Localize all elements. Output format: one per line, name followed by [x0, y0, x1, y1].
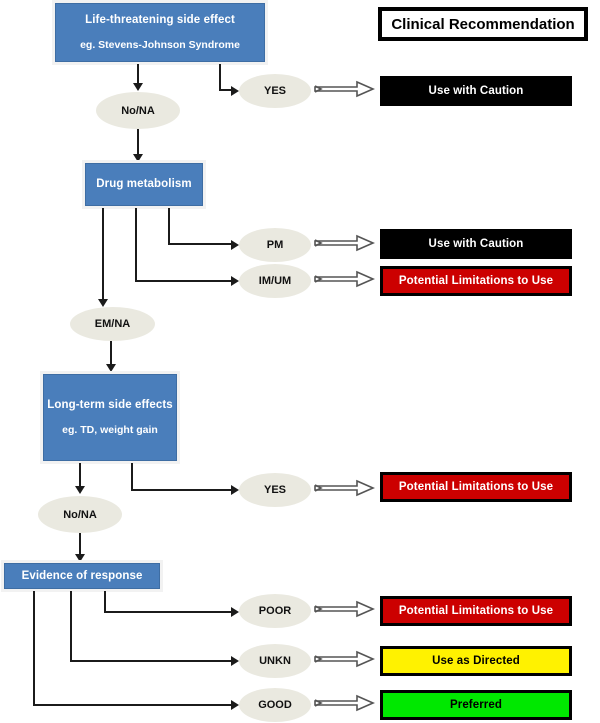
recommendation-label: Potential Limitations to Use — [398, 275, 554, 287]
connector-line — [137, 129, 139, 155]
recommendation-potential-limitations-2[interactable]: Potential Limitations to Use — [380, 472, 572, 502]
decision-box-evidence-of-response[interactable]: Evidence of response — [1, 560, 163, 592]
block-arrow-poor — [314, 600, 375, 618]
outcome-node-label: GOOD — [258, 699, 292, 711]
connector-line — [70, 660, 233, 662]
outcome-node-label: No/NA — [63, 508, 97, 521]
connector-arrowhead — [231, 656, 239, 666]
recommendation-label: Use with Caution — [428, 85, 524, 97]
outcome-node-label: YES — [263, 85, 286, 97]
recommendation-label: Preferred — [449, 699, 503, 711]
decision-box-title: Long-term side effects — [47, 399, 173, 412]
outcome-node-yes-1[interactable]: YES — [239, 74, 311, 108]
outcome-node-pm[interactable]: PM — [239, 228, 311, 262]
decision-box-life-threatening[interactable]: Life-threatening side effect eg. Stevens… — [52, 0, 268, 65]
connector-line — [70, 591, 72, 661]
outcome-node-unkn[interactable]: UNKN — [239, 644, 311, 678]
connector-arrowhead — [133, 154, 143, 162]
recommendation-use-with-caution-1[interactable]: Use with Caution — [380, 76, 572, 106]
decision-box-title: Life-threatening side effect — [85, 14, 235, 27]
connector-arrowhead — [106, 364, 116, 372]
connector-line — [219, 89, 233, 91]
recommendation-label: Potential Limitations to Use — [398, 481, 554, 493]
decision-box-subtitle: eg. Stevens-Johnson Syndrome — [80, 38, 240, 51]
block-arrow-good — [314, 694, 375, 712]
connector-arrowhead — [231, 485, 239, 495]
connector-line — [168, 208, 170, 244]
decision-box-title: Drug metabolism — [96, 178, 192, 191]
recommendation-label: Potential Limitations to Use — [398, 605, 554, 617]
connector-arrowhead — [231, 86, 239, 96]
recommendation-label: Use as Directed — [432, 655, 520, 667]
outcome-node-label: UNKN — [259, 655, 291, 667]
connector-line — [33, 591, 35, 705]
decision-box-long-term[interactable]: Long-term side effects eg. TD, weight ga… — [40, 371, 180, 464]
recommendation-potential-limitations-1[interactable]: Potential Limitations to Use — [380, 266, 572, 296]
connector-line — [33, 704, 233, 706]
outcome-node-label: No/NA — [121, 104, 155, 117]
block-arrow-im-um — [314, 270, 375, 288]
outcome-node-good[interactable]: GOOD — [239, 688, 311, 722]
outcome-node-label: POOR — [258, 605, 292, 617]
connector-line — [104, 591, 106, 613]
decision-box-subtitle: eg. TD, weight gain — [62, 423, 158, 436]
outcome-node-no-na-2[interactable]: No/NA — [38, 496, 122, 533]
connector-line — [135, 280, 233, 282]
connector-arrowhead — [231, 240, 239, 250]
recommendation-preferred[interactable]: Preferred — [380, 690, 572, 720]
connector-arrowhead — [231, 607, 239, 617]
outcome-node-poor[interactable]: POOR — [239, 594, 311, 628]
connector-line — [219, 64, 221, 89]
connector-arrowhead — [231, 700, 239, 710]
connector-arrowhead — [75, 486, 85, 494]
connector-line — [79, 533, 81, 555]
recommendation-label: Use with Caution — [428, 238, 524, 250]
recommendation-use-with-caution-2[interactable]: Use with Caution — [380, 229, 572, 259]
connector-arrowhead — [98, 299, 108, 307]
block-arrow-pm — [314, 234, 375, 252]
recommendation-use-as-directed[interactable]: Use as Directed — [380, 646, 572, 676]
connector-line — [135, 208, 137, 280]
outcome-node-em-na[interactable]: EM/NA — [70, 307, 155, 341]
connector-line — [104, 611, 233, 613]
outcome-node-no-na-1[interactable]: No/NA — [96, 92, 180, 129]
header-title: Clinical Recommendation — [391, 15, 575, 33]
outcome-node-yes-2[interactable]: YES — [239, 473, 311, 507]
connector-arrowhead — [75, 554, 85, 562]
connector-line — [131, 489, 233, 491]
outcome-node-label: PM — [266, 239, 284, 251]
block-arrow-unkn — [314, 650, 375, 668]
outcome-node-im-um[interactable]: IM/UM — [239, 264, 311, 298]
decision-box-title: Evidence of response — [21, 569, 143, 582]
connector-arrowhead — [231, 276, 239, 286]
connector-line — [131, 463, 133, 489]
block-arrow-yes-1 — [314, 80, 375, 98]
connector-arrowhead — [133, 83, 143, 91]
connector-line — [79, 463, 81, 487]
outcome-node-label: EM/NA — [94, 318, 131, 330]
decision-box-drug-metabolism[interactable]: Drug metabolism — [82, 160, 206, 209]
recommendation-potential-limitations-3[interactable]: Potential Limitations to Use — [380, 596, 572, 626]
connector-line — [102, 208, 104, 300]
connector-line — [110, 341, 112, 365]
connector-line — [168, 243, 233, 245]
outcome-node-label: IM/UM — [258, 275, 292, 287]
connector-line — [137, 64, 139, 84]
block-arrow-yes-2 — [314, 479, 375, 497]
clinical-recommendation-header: Clinical Recommendation — [378, 7, 588, 41]
outcome-node-label: YES — [263, 484, 286, 496]
